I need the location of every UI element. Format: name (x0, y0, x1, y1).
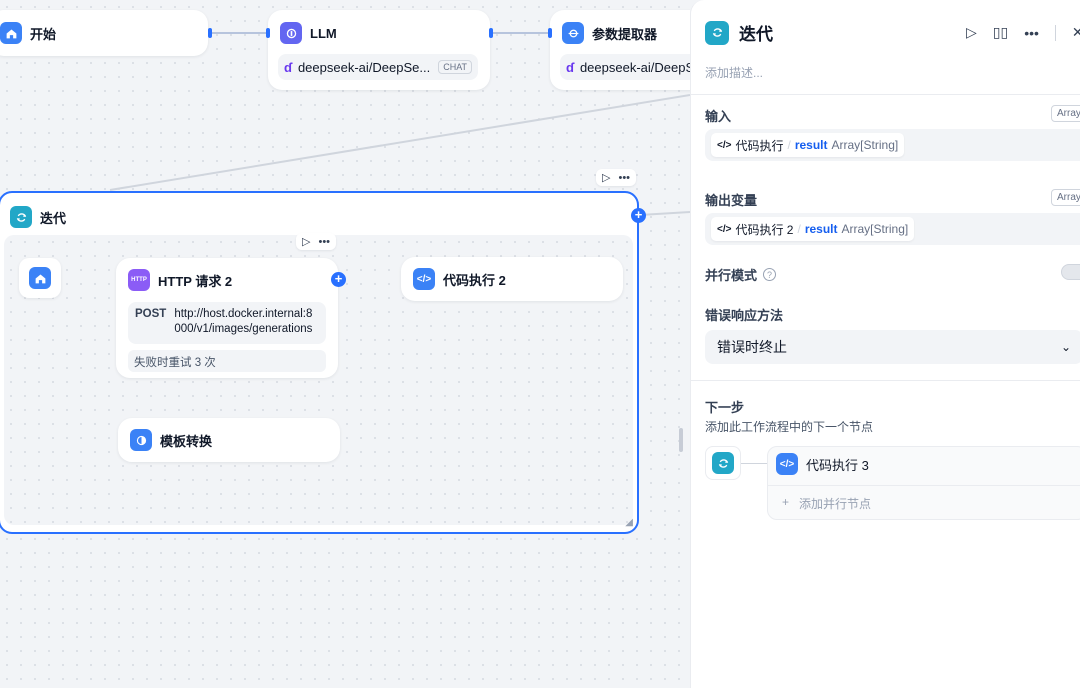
output-var-name: result (804, 222, 838, 236)
node-param-title: 参数提取器 (592, 26, 658, 42)
input-type-tag: Array (1051, 105, 1080, 122)
model-provider-icon: ɗ (566, 59, 574, 75)
run-icon[interactable]: ▷ (966, 24, 977, 40)
code2-title: 代码执行 2 (443, 272, 506, 288)
http-url-line2: 000/v1/images/generations (174, 323, 313, 335)
current-node-badge (705, 446, 741, 480)
next-step-description: 添加此工作流程中的下一个节点 (705, 420, 874, 434)
llm-output-handle[interactable] (489, 28, 493, 38)
add-parallel-node-button[interactable]: + 添加并行节点 (782, 495, 871, 512)
template-icon (130, 429, 152, 451)
input-source-node: 代码执行 (735, 138, 784, 153)
description-input[interactable]: 添加描述... (705, 66, 764, 80)
input-var-name: result (794, 138, 828, 152)
iteration-title: 迭代 (40, 210, 67, 226)
node-param-extractor[interactable]: 参数提取器 ɗ deepseek-ai/DeepSe (550, 10, 690, 90)
input-variable-selector[interactable]: </> 代码执行 / result Array[String] (705, 129, 1080, 161)
iteration-icon (705, 20, 729, 45)
llm-mode-tag: CHAT (438, 60, 473, 74)
input-label: 输入 (705, 109, 732, 124)
iteration-start-node[interactable] (19, 258, 61, 298)
code-icon: </> (717, 223, 732, 235)
output-variable-selector[interactable]: </> 代码执行 2 / result Array[String] (705, 213, 1080, 245)
iteration-toolbar: ▷ ••• (596, 169, 637, 186)
output-label: 输出变量 (705, 193, 758, 208)
book-icon[interactable]: ▯▯ (992, 24, 1009, 40)
panel-resize-handle[interactable] (679, 428, 683, 452)
panel-title[interactable]: 迭代 (739, 25, 773, 44)
output-var-type: Array[String] (841, 222, 909, 236)
output-type-tag: Array (1051, 189, 1080, 206)
node-template-transform[interactable]: 模板转换 (118, 418, 340, 462)
node-start[interactable]: 开始 (0, 10, 208, 56)
resize-handle-icon[interactable]: ◢ (625, 517, 633, 528)
next-step-card: </> 代码执行 3 + 添加并行节点 (767, 446, 1080, 520)
param-input-handle[interactable] (548, 28, 552, 38)
run-icon[interactable]: ▷ (302, 236, 311, 248)
node-start-title: 开始 (30, 26, 57, 42)
http-retry-info: 失败时重试 3 次 (128, 350, 326, 372)
param-extractor-icon (562, 22, 584, 44)
next-step-connector (741, 463, 767, 464)
llm-model-row: ɗ deepseek-ai/DeepSe... CHAT (278, 54, 478, 80)
iteration-icon (712, 452, 734, 474)
add-parallel-label: 添加并行节点 (799, 497, 872, 511)
parallel-mode-label: 并行模式 (705, 268, 758, 283)
run-icon[interactable]: ▷ (602, 172, 611, 184)
http-add-next-button[interactable]: + (331, 272, 346, 287)
code-icon: </> (413, 268, 435, 290)
code-icon: </> (717, 139, 732, 151)
code-icon: </> (776, 453, 798, 475)
help-icon[interactable]: ? (763, 268, 777, 281)
node-config-panel: 迭代 ▷ ▯▯ ••• ✕ 添加描述... 输入 Array </> 代码执行 … (690, 0, 1080, 688)
http-toolbar: ▷ ••• (296, 233, 337, 250)
more-icon[interactable]: ••• (618, 171, 631, 184)
workflow-canvas[interactable]: 开始 LLM ɗ deepseek-ai/DeepSe... CHAT 参数提取… (0, 0, 690, 688)
error-handling-label: 错误响应方法 (705, 308, 784, 323)
input-var-type: Array[String] (831, 138, 899, 152)
model-provider-icon: ɗ (284, 59, 292, 75)
home-icon (29, 267, 51, 289)
iteration-icon (10, 206, 32, 228)
iteration-add-next-button[interactable]: + (631, 208, 646, 223)
http-icon: HTTP (128, 269, 150, 291)
divider (691, 380, 1080, 381)
template-title: 模板转换 (160, 433, 213, 449)
llm-icon (280, 22, 302, 44)
start-output-handle[interactable] (208, 28, 212, 38)
divider (691, 94, 1080, 95)
close-icon[interactable]: ✕ (1072, 24, 1080, 41)
parallel-mode-row: 并行模式 ? (705, 265, 777, 284)
error-handling-value: 错误时终止 (717, 339, 787, 355)
http-request-box: POST http://host.docker.internal:8 000/v… (128, 302, 326, 344)
output-source-node: 代码执行 2 (735, 222, 794, 237)
llm-model-name: deepseek-ai/DeepSe... (297, 59, 431, 75)
node-llm-title: LLM (310, 25, 337, 41)
param-model-name: deepseek-ai/DeepSe (579, 59, 690, 75)
next-node-item[interactable]: </> 代码执行 3 (776, 453, 869, 475)
next-node-name: 代码执行 3 (806, 457, 869, 473)
toolbar-divider (1054, 24, 1056, 41)
node-llm[interactable]: LLM ɗ deepseek-ai/DeepSe... CHAT (268, 10, 490, 90)
more-icon[interactable]: ••• (1024, 24, 1039, 41)
http-method: POST (135, 308, 167, 320)
next-step-label: 下一步 (705, 400, 745, 415)
output-variable-chip: </> 代码执行 2 / result Array[String] (711, 217, 915, 241)
error-handling-select[interactable]: 错误时终止 ⌄ (705, 330, 1080, 364)
chevron-down-icon: ⌄ (1060, 340, 1071, 354)
plus-icon: + (782, 495, 790, 509)
http-url-line1: http://host.docker.internal:8 (174, 308, 313, 320)
node-code-exec-2[interactable]: </> 代码执行 2 (401, 257, 623, 301)
more-icon[interactable]: ••• (318, 235, 331, 248)
http-title: HTTP 请求 2 (158, 273, 233, 289)
edge-iteration-out (639, 211, 690, 216)
llm-input-handle[interactable] (266, 28, 270, 38)
home-icon (0, 22, 22, 44)
parallel-mode-toggle[interactable] (1061, 264, 1080, 280)
input-variable-chip: </> 代码执行 / result Array[String] (711, 133, 905, 157)
param-model-row: ɗ deepseek-ai/DeepSe (560, 54, 690, 80)
node-http-request[interactable]: HTTP HTTP 请求 2 POST http://host.docker.i… (116, 258, 338, 378)
